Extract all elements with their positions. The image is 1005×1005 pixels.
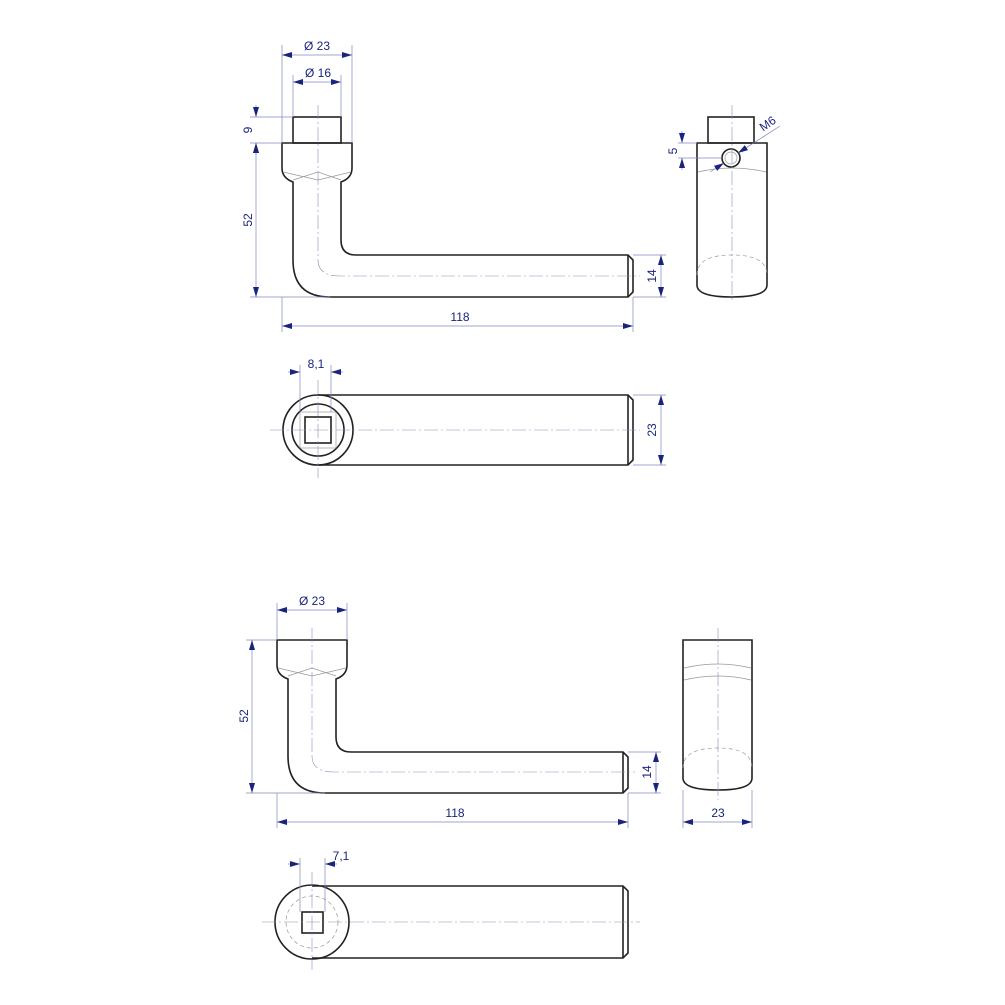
dim-length: 118: [450, 310, 469, 324]
dim-width: 23: [645, 423, 659, 437]
dim-bar-thickness: 14: [640, 765, 654, 779]
dim-pin-diameter: Ø 16: [305, 66, 331, 80]
handle-1-top-view: 8,1 23: [270, 357, 666, 478]
dim-collar-diameter: Ø 23: [299, 594, 325, 608]
handle-2-end-view: 23: [682, 628, 753, 828]
handle-1-side-dimensions: Ø 23 Ø 16 9 52 14 118: [241, 39, 666, 332]
dim-length: 118: [445, 806, 464, 820]
dim-collar-diameter: Ø 23: [304, 39, 330, 53]
handle-2-top-view: 7,1: [262, 849, 640, 970]
dim-square: 8,1: [308, 357, 325, 371]
dim-height: 52: [237, 709, 251, 723]
handle-2-side-view: [276, 628, 635, 794]
dim-width: 23: [711, 806, 725, 820]
handle-1-side-view: [281, 105, 640, 298]
dim-bar-thickness: 14: [645, 269, 659, 283]
dim-pin-height: 9: [241, 126, 255, 133]
dim-thread-offset: 5: [666, 147, 680, 154]
handle-1-end-view: 5 M6: [666, 105, 781, 300]
dim-height: 52: [241, 213, 255, 227]
handle-2-side-dimensions: Ø 23 52 14 118: [237, 594, 661, 828]
dim-thread: M6: [757, 113, 779, 134]
dim-square: 7,1: [333, 849, 350, 863]
